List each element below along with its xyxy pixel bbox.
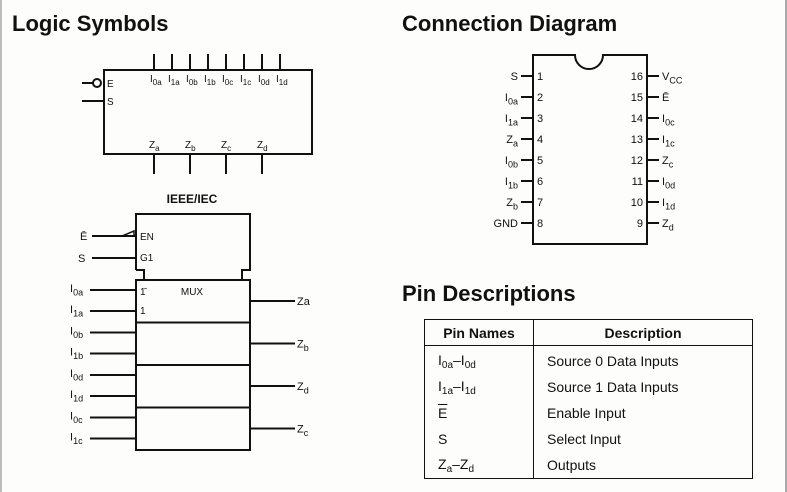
logic-input-label: I1b (204, 74, 216, 87)
pin-number: 9 (637, 218, 643, 230)
select-1-mark: 1 (140, 306, 146, 317)
left-pin-label: I0b (505, 155, 518, 169)
pin-number: 6 (537, 176, 543, 188)
pin-description-cell: Select Input (547, 431, 621, 447)
logic-output-label: Za (149, 140, 160, 153)
right-pin-label: Zc (662, 155, 674, 169)
pin-number: 2 (537, 92, 543, 104)
ieee-input-label: I0b (70, 326, 83, 340)
left-pin-label: I1a (505, 113, 518, 127)
ieee-input-label: I1c (70, 432, 83, 446)
pin-number: 12 (631, 155, 643, 167)
pin-description-cell: Source 0 Data Inputs (547, 353, 679, 369)
pin-number: 11 (632, 176, 643, 188)
ieee-input-label: I0d (70, 368, 83, 382)
en-label: EN (140, 232, 154, 243)
dip-package-body (532, 54, 648, 245)
logic-input-label: I1a (168, 74, 180, 87)
pin-number: 13 (631, 134, 643, 146)
right-pin-label: Ē (662, 92, 669, 104)
left-pin-label: I1b (505, 176, 518, 190)
ieee-title: IEEE/IEC (167, 192, 218, 206)
active-low-indicator (121, 229, 135, 237)
logic-input-label: I1d (276, 74, 288, 87)
table-row: S Select Input (424, 426, 753, 452)
logic-output-label: Zc (221, 140, 231, 153)
g1-label: G1 (140, 253, 154, 264)
logic-input-label: I0b (186, 74, 198, 87)
pin-number: 14 (631, 113, 643, 125)
left-pin-label: S (511, 71, 518, 83)
right-pin-label: VCC (662, 71, 683, 85)
pin-description-cell: Enable Input (547, 405, 626, 421)
pin-name-cell: S (424, 426, 534, 452)
ieee-input-label: I0a (70, 283, 83, 297)
pin-description-cell: Outputs (547, 457, 597, 473)
pin-number: 7 (537, 197, 543, 209)
ieee-output-label: Zd (297, 381, 309, 395)
ieee-output-label: Zc (297, 424, 309, 438)
table-row: I1a–I1d Source 1 Data Inputs (424, 374, 753, 400)
ieee-input-label: I1d (70, 389, 83, 403)
enable-inversion-bubble (92, 78, 102, 88)
pin-number: 4 (537, 134, 543, 146)
control-block (135, 213, 251, 280)
table-row: Za–Zd Outputs (424, 452, 753, 479)
select-label: S (107, 97, 114, 108)
connection-diagram-title: Connection Diagram (402, 11, 618, 36)
select-0-mark: 1̄ (140, 287, 148, 298)
pin-number: 10 (631, 197, 643, 209)
left-pin-label: Za (506, 134, 518, 148)
logic-input-label: I1c (240, 74, 251, 87)
right-pin-label: I0d (662, 176, 675, 190)
pin-name-cell: Za–Zd (424, 452, 534, 479)
pin-description-cell: Source 1 Data Inputs (547, 379, 679, 395)
ieee-output-label: Zb (297, 339, 309, 353)
pin-number: 8 (537, 218, 543, 230)
table-row: E Enable Input (424, 400, 753, 426)
pin-descriptions-title: Pin Descriptions (402, 281, 576, 306)
ieee-input-label: I0c (70, 411, 83, 425)
table-row: I0a–I0d Source 0 Data Inputs (424, 345, 753, 374)
pin-number: 16 (631, 71, 643, 83)
pin-number: 3 (537, 113, 543, 125)
mux-section (135, 364, 251, 409)
table-header-row: Pin Names Description (424, 319, 753, 346)
pin-number: 15 (631, 92, 643, 104)
ieee-output-label: Za (297, 296, 311, 308)
logic-output-label: Zb (185, 140, 196, 153)
mux-label: MUX (181, 287, 204, 298)
left-pin-label: I0a (505, 92, 518, 106)
left-pin-label: Zb (506, 197, 518, 211)
pin-name-cell: I0a–I0d (424, 345, 534, 374)
page-edge-right (785, 0, 787, 492)
right-pin-label: Zd (662, 218, 674, 232)
page-edge-left (0, 0, 2, 492)
logic-output-label: Zd (257, 140, 268, 153)
mux-section (135, 321, 251, 366)
right-pin-label: I1c (662, 134, 675, 148)
pin-name-cell: E (424, 400, 534, 426)
pin-number: 1 (537, 71, 543, 83)
enable-label: E (107, 79, 114, 90)
pin-number: 5 (537, 155, 543, 167)
pin-name-cell: I1a–I1d (424, 374, 534, 400)
ieee-select-label: S (78, 253, 85, 265)
mux-section (135, 406, 251, 451)
header-pin-names: Pin Names (424, 319, 534, 346)
logic-input-label: I0c (222, 74, 233, 87)
right-pin-label: I1d (662, 197, 675, 211)
header-description: Description (533, 319, 753, 346)
logic-input-label: I0d (258, 74, 270, 87)
right-pin-label: I0c (662, 113, 675, 127)
ieee-enable-label: Ē (80, 231, 87, 243)
ieee-input-label: I1b (70, 347, 83, 361)
logic-symbols-title: Logic Symbols (12, 11, 169, 36)
left-pin-label: GND (494, 218, 519, 230)
pin-descriptions-table: Pin Names Description I0a–I0d Source 0 Da… (424, 319, 753, 479)
ieee-input-label: I1a (70, 304, 83, 318)
logic-input-label: I0a (150, 74, 162, 87)
